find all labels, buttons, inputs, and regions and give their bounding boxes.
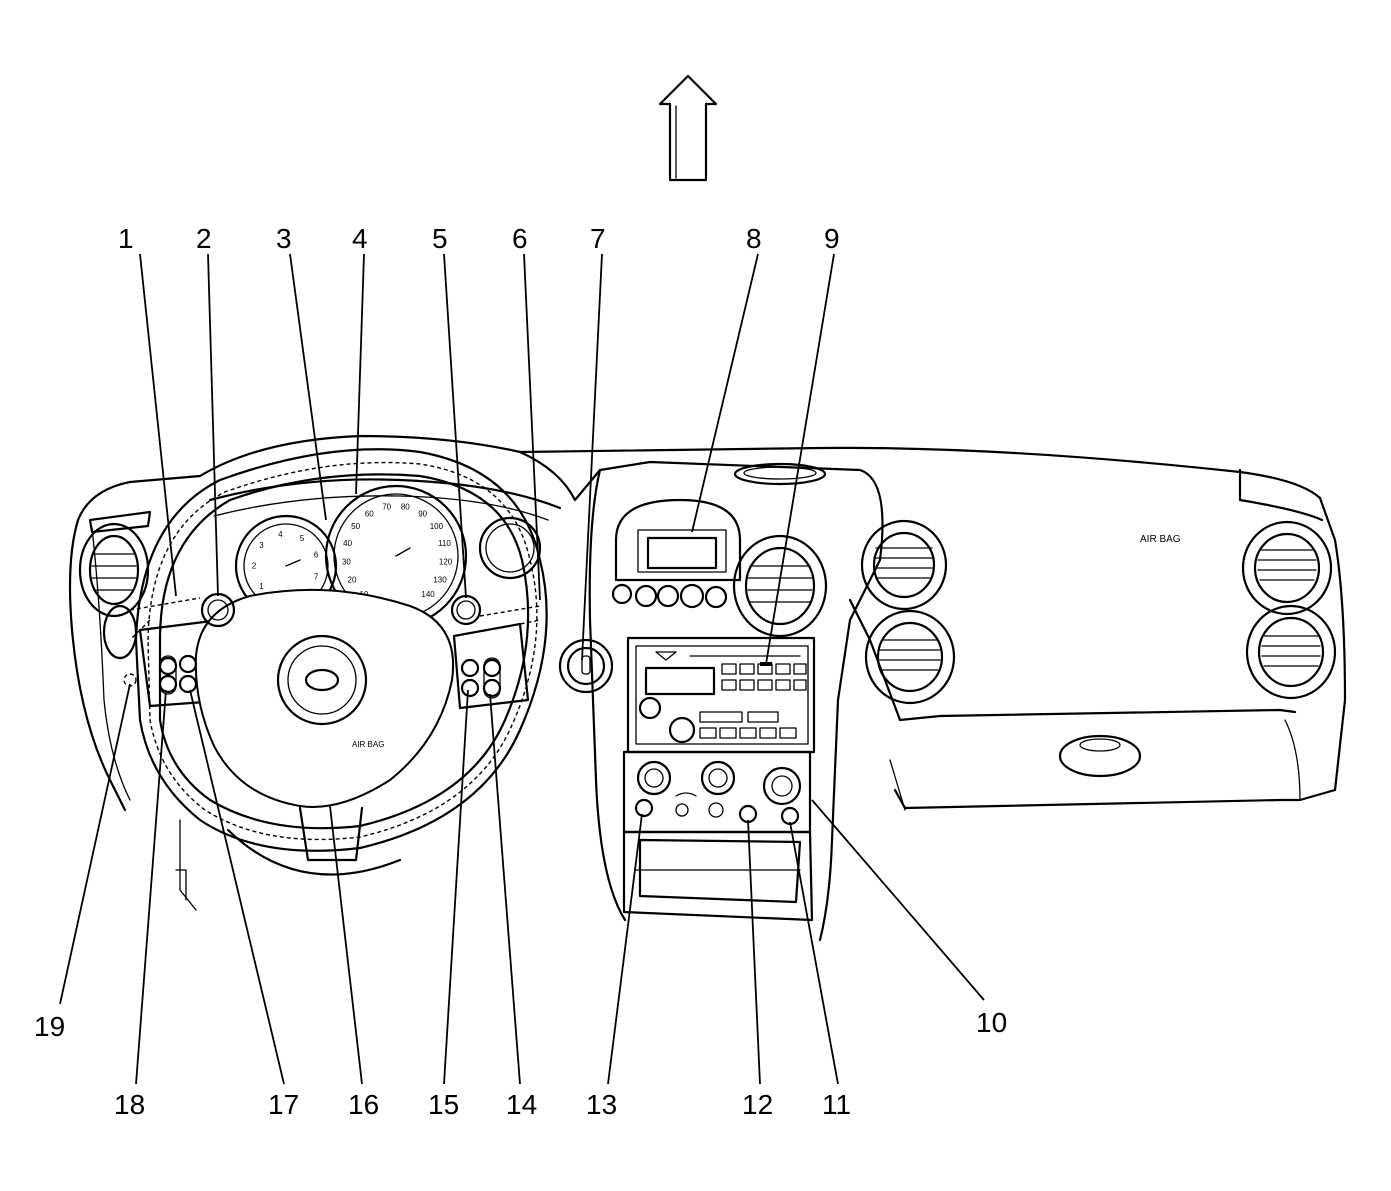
console-bin	[622, 830, 814, 922]
callout-15: 15	[428, 1089, 459, 1120]
gauge-tick-label: 70	[382, 503, 391, 512]
passenger-vent-upper-right	[1241, 520, 1333, 616]
gauge-tick-label: 20	[348, 576, 357, 585]
gauge-tick-label: 90	[418, 509, 427, 518]
radio-unit	[626, 636, 816, 754]
hvac-controls	[622, 750, 812, 834]
callout-17: 17	[268, 1089, 299, 1120]
gauge-tick-label: 5	[300, 534, 305, 543]
gauge-tick-label: 1	[259, 582, 264, 591]
gauge-tick-label: 60	[365, 509, 374, 518]
driver-vent-left	[78, 510, 152, 660]
gauge-tick-label: 2	[252, 562, 257, 571]
passenger-vent-upper-left	[860, 519, 948, 611]
gauge-tick-label: 80	[401, 503, 410, 512]
callout-11: 11	[822, 1089, 851, 1120]
callout-labels: 1 2 3 4 5 6 7 8 9 10 11 12 13 14 15 16 1…	[34, 223, 1007, 1120]
gauge-tick-label: 100	[430, 522, 444, 531]
callout-1: 1	[118, 223, 134, 254]
passenger-vent-lower-left	[864, 609, 956, 705]
ignition-switch-icon	[558, 638, 614, 694]
callout-10: 10	[976, 1007, 1007, 1038]
callout-13: 13	[586, 1089, 617, 1120]
callout-2: 2	[196, 223, 212, 254]
right-gauge	[478, 516, 542, 580]
center-vent	[732, 534, 828, 638]
wheel-airbag-label: AIR BAG	[352, 740, 384, 749]
gauge-tick-label: 30	[342, 558, 351, 567]
gauge-tick-label: 6	[314, 551, 319, 560]
gauge-tick-label: 110	[438, 539, 451, 548]
gauge-tick-label: 40	[343, 539, 352, 548]
callout-7: 7	[590, 223, 606, 254]
callout-3: 3	[276, 223, 292, 254]
callout-18: 18	[114, 1089, 145, 1120]
steering-wheel-icon	[134, 448, 548, 911]
callout-5: 5	[432, 223, 448, 254]
gauge-tick-label: 7	[314, 573, 319, 582]
callout-6: 6	[512, 223, 528, 254]
passenger-vent-lower-right	[1245, 604, 1337, 700]
stalk-switches	[123, 592, 541, 687]
gauge-tick-label: 140	[421, 590, 435, 599]
wheel-controls-right	[460, 657, 502, 699]
callout-19: 19	[34, 1011, 65, 1042]
callout-14: 14	[506, 1089, 537, 1120]
gauge-tick-label: 120	[439, 558, 453, 567]
callout-9: 9	[824, 223, 840, 254]
forward-arrow-icon	[658, 74, 718, 182]
airbag-module	[194, 588, 454, 808]
info-display	[611, 498, 742, 609]
callout-4: 4	[352, 223, 368, 254]
dash-airbag-label: AIR BAG	[1140, 534, 1181, 545]
callout-16: 16	[348, 1089, 379, 1120]
gauge-tick-label: 130	[433, 576, 447, 585]
gauge-tick-label: 3	[259, 541, 264, 550]
callout-12: 12	[742, 1089, 773, 1120]
leader-lines	[59, 253, 985, 1085]
wheel-controls-left	[158, 654, 198, 695]
gauge-tick-label: 4	[278, 530, 283, 539]
gauge-tick-label: 50	[351, 522, 360, 531]
callout-8: 8	[746, 223, 762, 254]
